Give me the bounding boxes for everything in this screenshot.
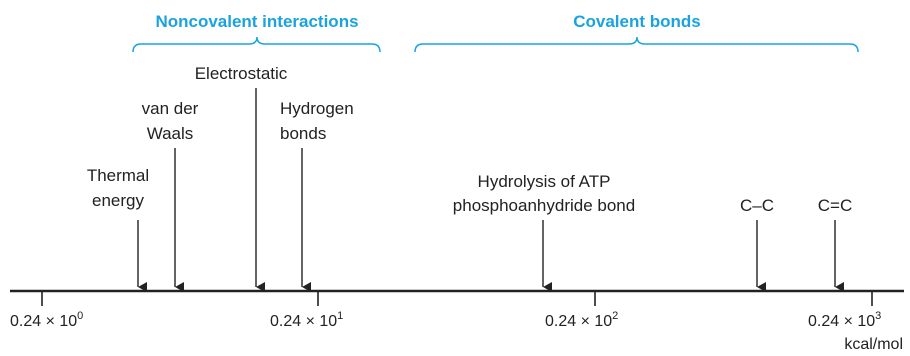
- c-c-double-label: C=C: [818, 196, 852, 215]
- atp-hydrolysis-label: Hydrolysis of ATP phosphoanhydride bond: [453, 172, 635, 215]
- svg-text:van der: van der: [142, 99, 199, 118]
- svg-text:phosphoanhydride bond: phosphoanhydride bond: [453, 196, 635, 215]
- svg-text:Hydrolysis of ATP: Hydrolysis of ATP: [478, 172, 611, 191]
- covalent-title: Covalent bonds: [573, 12, 701, 31]
- thermal-energy-label: Thermal energy: [87, 166, 149, 210]
- van-der-waals-label: van der Waals: [142, 99, 199, 143]
- svg-text:Waals: Waals: [147, 124, 194, 143]
- svg-text:bonds: bonds: [280, 124, 326, 143]
- axis-tick-label-2: 0.24 × 102: [545, 310, 618, 330]
- svg-text:Thermal: Thermal: [87, 166, 149, 185]
- electrostatic-label: Electrostatic: [195, 64, 288, 83]
- axis-tick-label-3: 0.24 × 103: [808, 310, 881, 330]
- svg-text:Electrostatic: Electrostatic: [195, 64, 288, 83]
- svg-text:C=C: C=C: [818, 196, 852, 215]
- axis-tick-label-1: 0.24 × 101: [270, 310, 343, 330]
- axis-tick-label-0: 0.24 × 100: [10, 310, 83, 330]
- c-c-single-label: C–C: [740, 196, 774, 215]
- svg-text:Hydrogen: Hydrogen: [280, 99, 354, 118]
- svg-text:C–C: C–C: [740, 196, 774, 215]
- hydrogen-bonds-label: Hydrogen bonds: [280, 99, 354, 143]
- noncovalent-title: Noncovalent interactions: [155, 12, 358, 31]
- noncovalent-brace: [132, 36, 381, 53]
- covalent-brace: [414, 36, 859, 53]
- svg-text:energy: energy: [92, 191, 144, 210]
- axis-unit-label: kcal/mol: [844, 336, 903, 353]
